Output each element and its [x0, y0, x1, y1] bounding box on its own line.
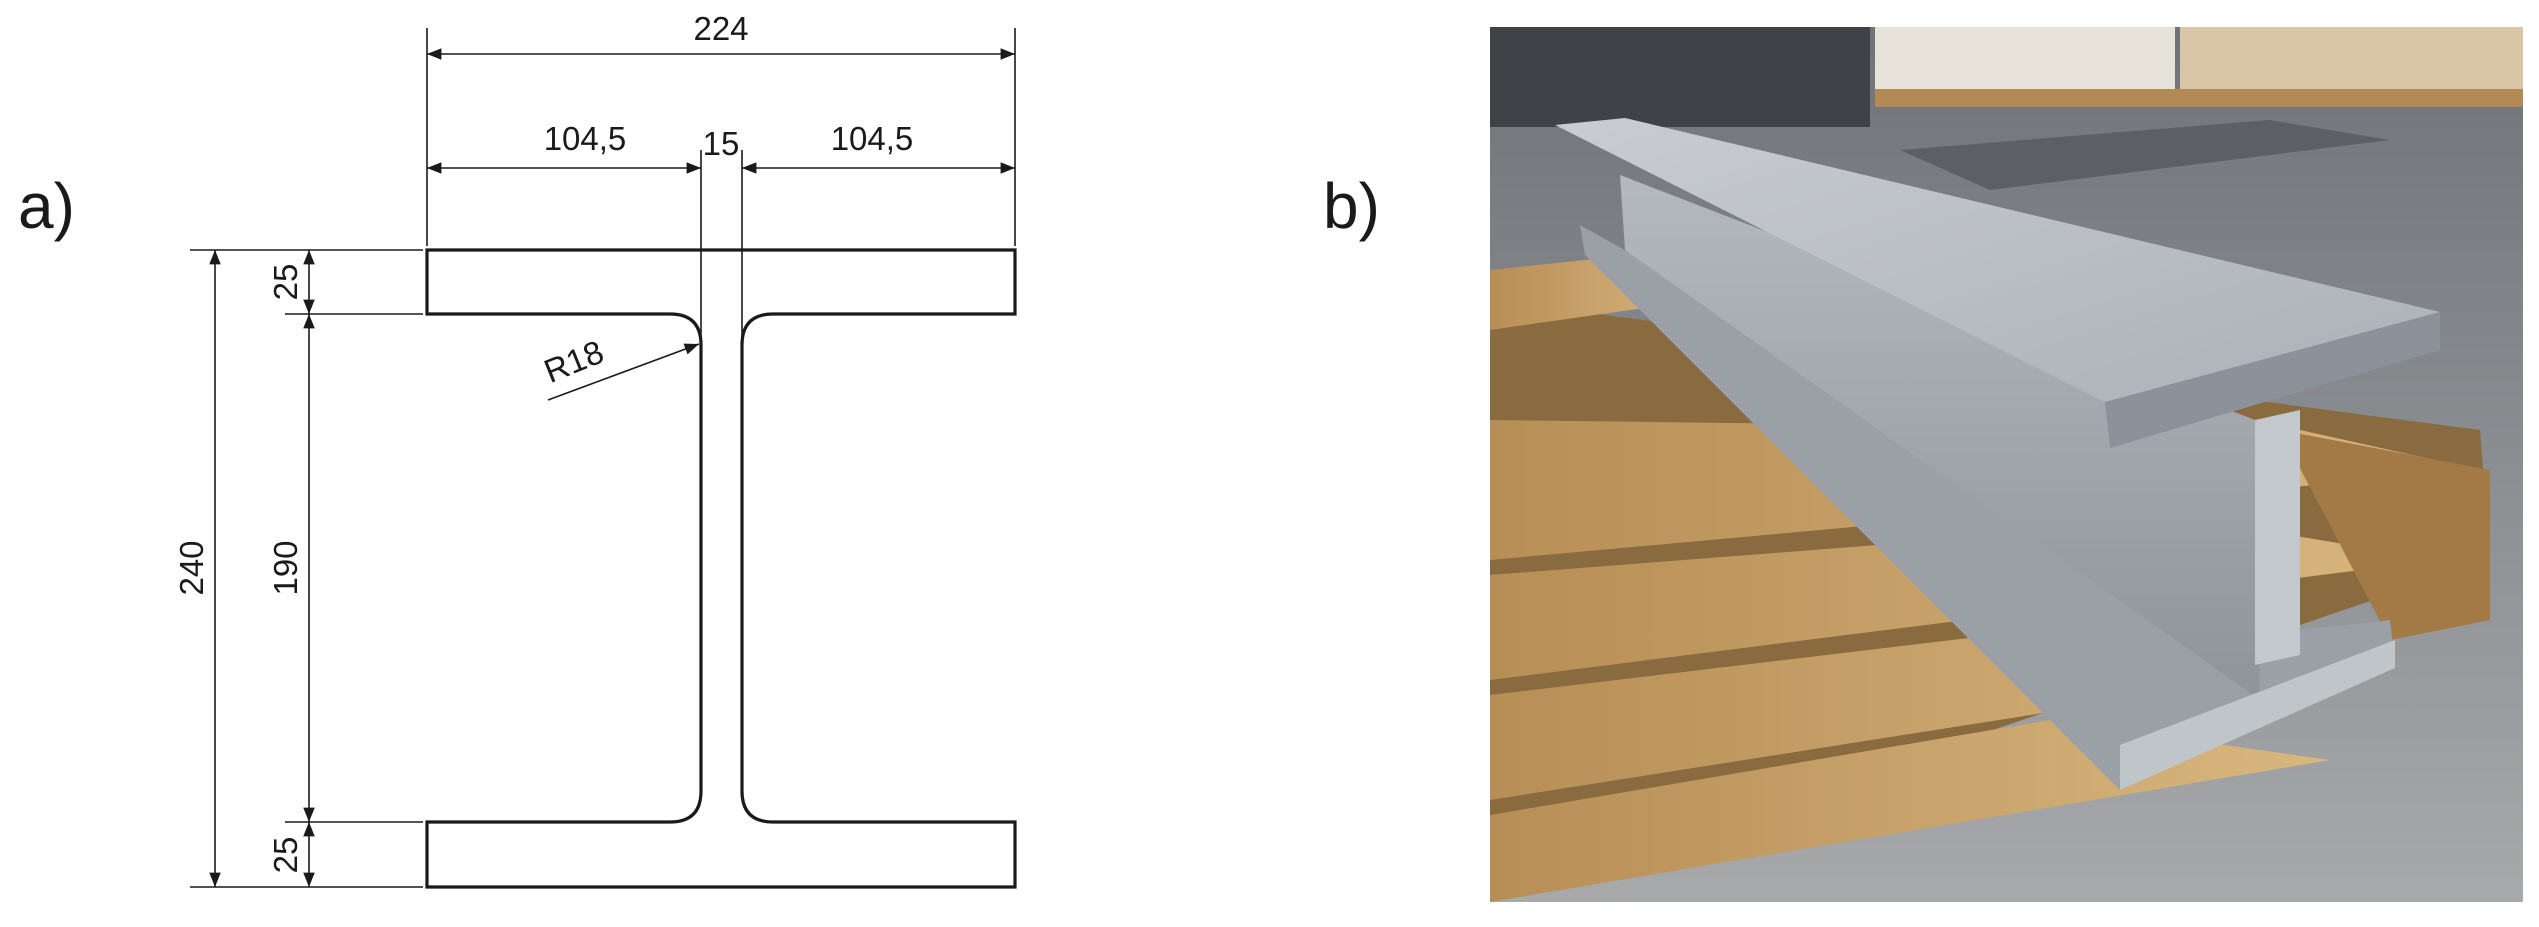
panel-b: b) [1323, 27, 2523, 902]
dim-bottom-flange-thickness: 25 [267, 837, 304, 874]
i-beam-section-outline [425, 248, 1017, 889]
photo-box-pallet [1875, 89, 2523, 107]
fillet-radius-leader [547, 343, 700, 401]
photo-floor-grating [1900, 120, 2390, 190]
dim-web-height: 190 [267, 540, 304, 595]
photo-i-beam [1555, 118, 2440, 790]
photo-box [1875, 27, 2175, 89]
photo-background-wall [1490, 27, 1870, 127]
panel-b-label: b) [1323, 170, 1380, 242]
dim-web-thickness: 15 [703, 125, 740, 162]
dim-flange-right: 104,5 [831, 120, 914, 157]
panel-a-label: a) [18, 170, 75, 242]
dim-overall-width: 224 [693, 10, 748, 47]
photo-i-beam-on-pallet [1490, 27, 2523, 902]
dim-flange-left: 104,5 [544, 120, 627, 157]
dim-overall-height: 240 [173, 540, 210, 595]
panel-a: a) 224 104,5 15 104,5 240 25 190 2 [18, 10, 1017, 889]
dim-top-flange-thickness: 25 [267, 264, 304, 301]
